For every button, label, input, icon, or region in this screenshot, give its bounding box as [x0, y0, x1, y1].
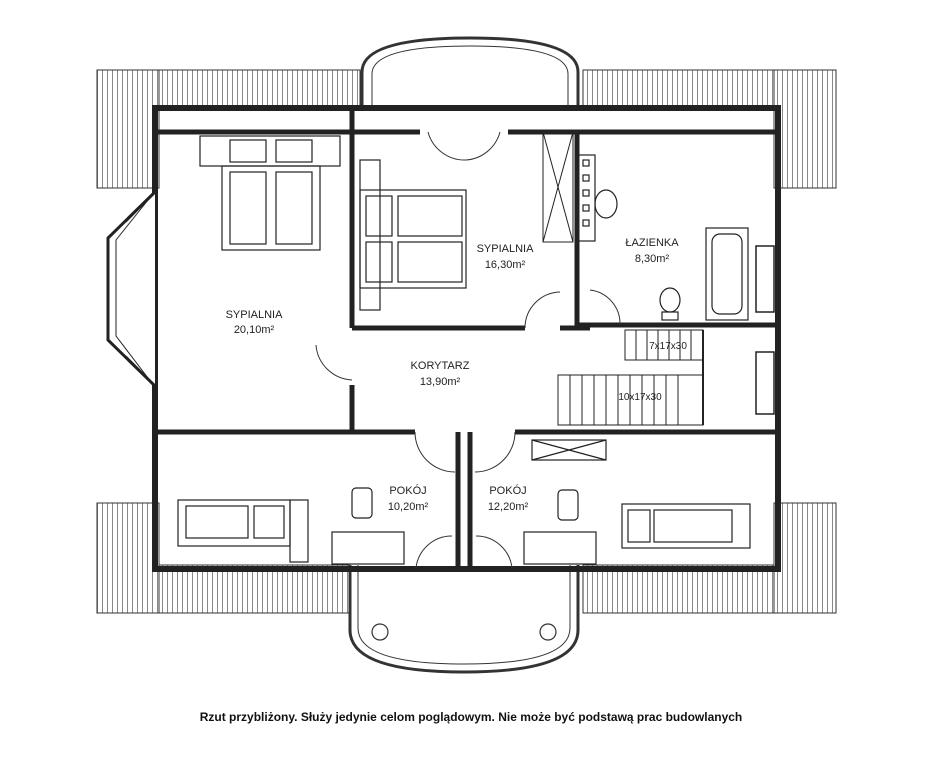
- bay-window: [106, 190, 157, 388]
- doors: [315, 131, 621, 569]
- lower-left-furniture: [177, 487, 405, 565]
- room-area-sypialnia-center: 16,30m²: [485, 259, 526, 271]
- disclaimer-caption: Rzut przybliżony. Służy jedynie celom po…: [199, 710, 743, 724]
- lower-right-furniture: [523, 439, 751, 565]
- room-name-sypialnia-center: SYPIALNIA: [477, 243, 535, 255]
- stair-label-lower: 10x17x30: [618, 392, 662, 403]
- room-area-pokoj-left: 10,20m²: [388, 501, 429, 513]
- room-labels: SYPIALNIA 20,10m² SYPIALNIA 16,30m² ŁAZI…: [226, 237, 688, 513]
- room-name-pokoj-right: POKÓJ: [489, 484, 526, 497]
- bed-left: [199, 135, 341, 251]
- room-name-sypialnia-left: SYPIALNIA: [226, 309, 284, 321]
- bathroom-fixtures: [576, 154, 749, 321]
- room-area-sypialnia-left: 20,10m²: [234, 324, 275, 336]
- bottom-balcony: [348, 565, 580, 674]
- room-name-pokoj-left: POKÓJ: [389, 484, 426, 497]
- room-area-lazienka: 8,30m²: [635, 253, 670, 265]
- stairs: [557, 329, 704, 426]
- windows-right: [755, 245, 775, 415]
- bed-center: [359, 159, 467, 311]
- wardrobe-center: [542, 131, 574, 243]
- top-balcony: [360, 36, 580, 110]
- room-area-korytarz: 13,90m²: [420, 376, 461, 388]
- roof-overhangs: [96, 69, 837, 614]
- interior-walls: [158, 110, 775, 568]
- room-name-korytarz: KORYTARZ: [411, 360, 470, 372]
- room-area-pokoj-right: 12,20m²: [488, 501, 529, 513]
- room-name-lazienka: ŁAZIENKA: [625, 237, 679, 249]
- stair-label-upper: 7x17x30: [649, 341, 687, 352]
